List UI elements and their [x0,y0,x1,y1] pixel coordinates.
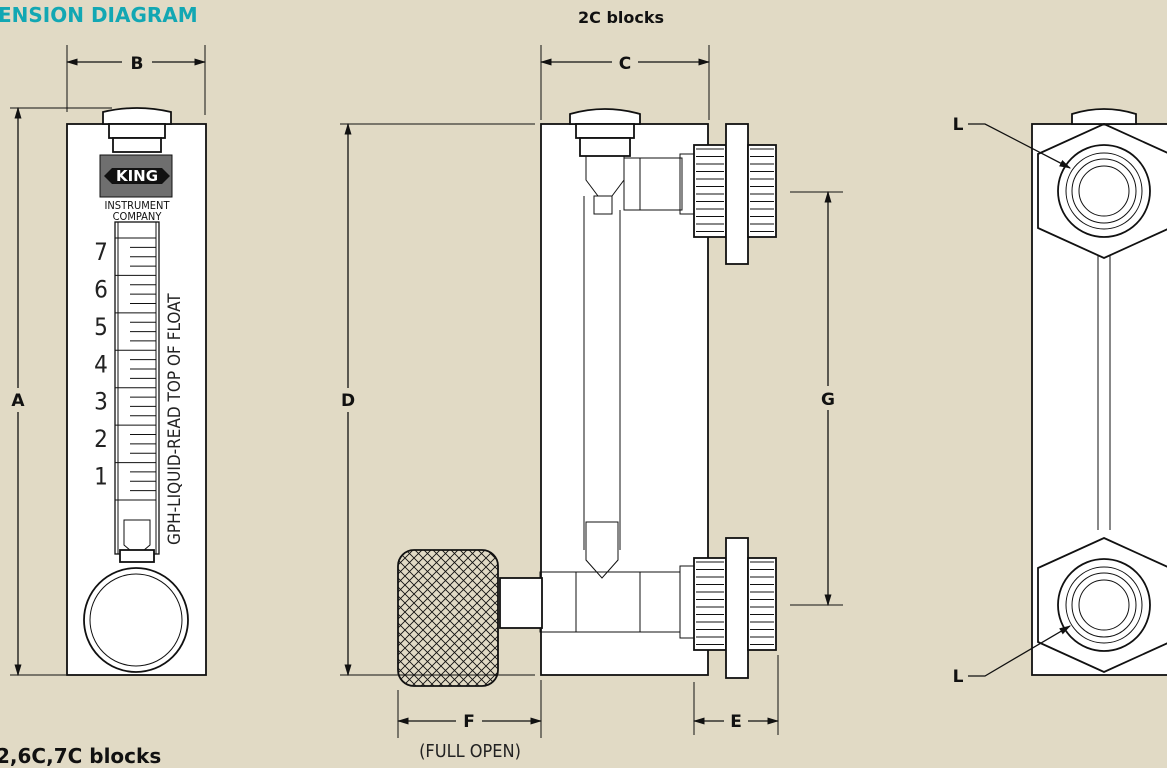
dim-label-f: F [463,712,475,732]
dim-label-a: A [11,391,25,411]
scale-number: 1 [94,463,108,491]
scale-number: 3 [94,388,108,416]
dim-label-g: G [821,390,835,410]
rear-view-flowmeter: L L [953,108,1167,687]
svg-text:KING: KING [116,167,158,185]
dim-label-l-top: L [953,115,964,135]
dim-label-l-bottom: L [953,667,964,687]
full-open-note: (FULL OPEN) [419,741,521,762]
upper-port-hex [1037,123,1167,259]
company-line-1: INSTRUMENT [104,199,170,212]
scale-number: 5 [94,313,108,341]
dim-label-c: C [619,54,631,74]
scale-number: 6 [94,275,108,303]
valve-knob [83,567,189,673]
lower-port-hex [1037,537,1167,673]
front-view-flowmeter: B A KING INSTRUMENT COMPANY 7 6 5 4 3 2 1 [8,45,207,677]
needle-valve-knob [397,549,499,687]
scale-number: 2 [94,425,108,453]
scale-caption: GPH-LIQUID-READ TOP OF FLOAT [165,293,185,545]
scale-ticks [115,237,156,501]
side-view-flowmeter: C D [337,45,843,762]
footer-block-label: 2,6C,7C blocks [0,744,162,768]
scale-number: 4 [94,350,108,378]
dim-label-b: B [131,54,144,74]
king-logo: KING [99,154,173,198]
scale-numbers: 7 6 5 4 3 2 1 [94,238,108,491]
block-subtitle: 2C blocks [578,8,665,27]
diagram-title: ENSION DIAGRAM [0,3,198,27]
scale-number: 7 [94,238,108,266]
dim-label-d: D [341,391,355,411]
company-line-2: COMPANY [113,210,163,223]
lower-threaded-port [693,537,777,679]
upper-threaded-port [693,123,777,265]
dim-label-e: E [730,712,742,732]
